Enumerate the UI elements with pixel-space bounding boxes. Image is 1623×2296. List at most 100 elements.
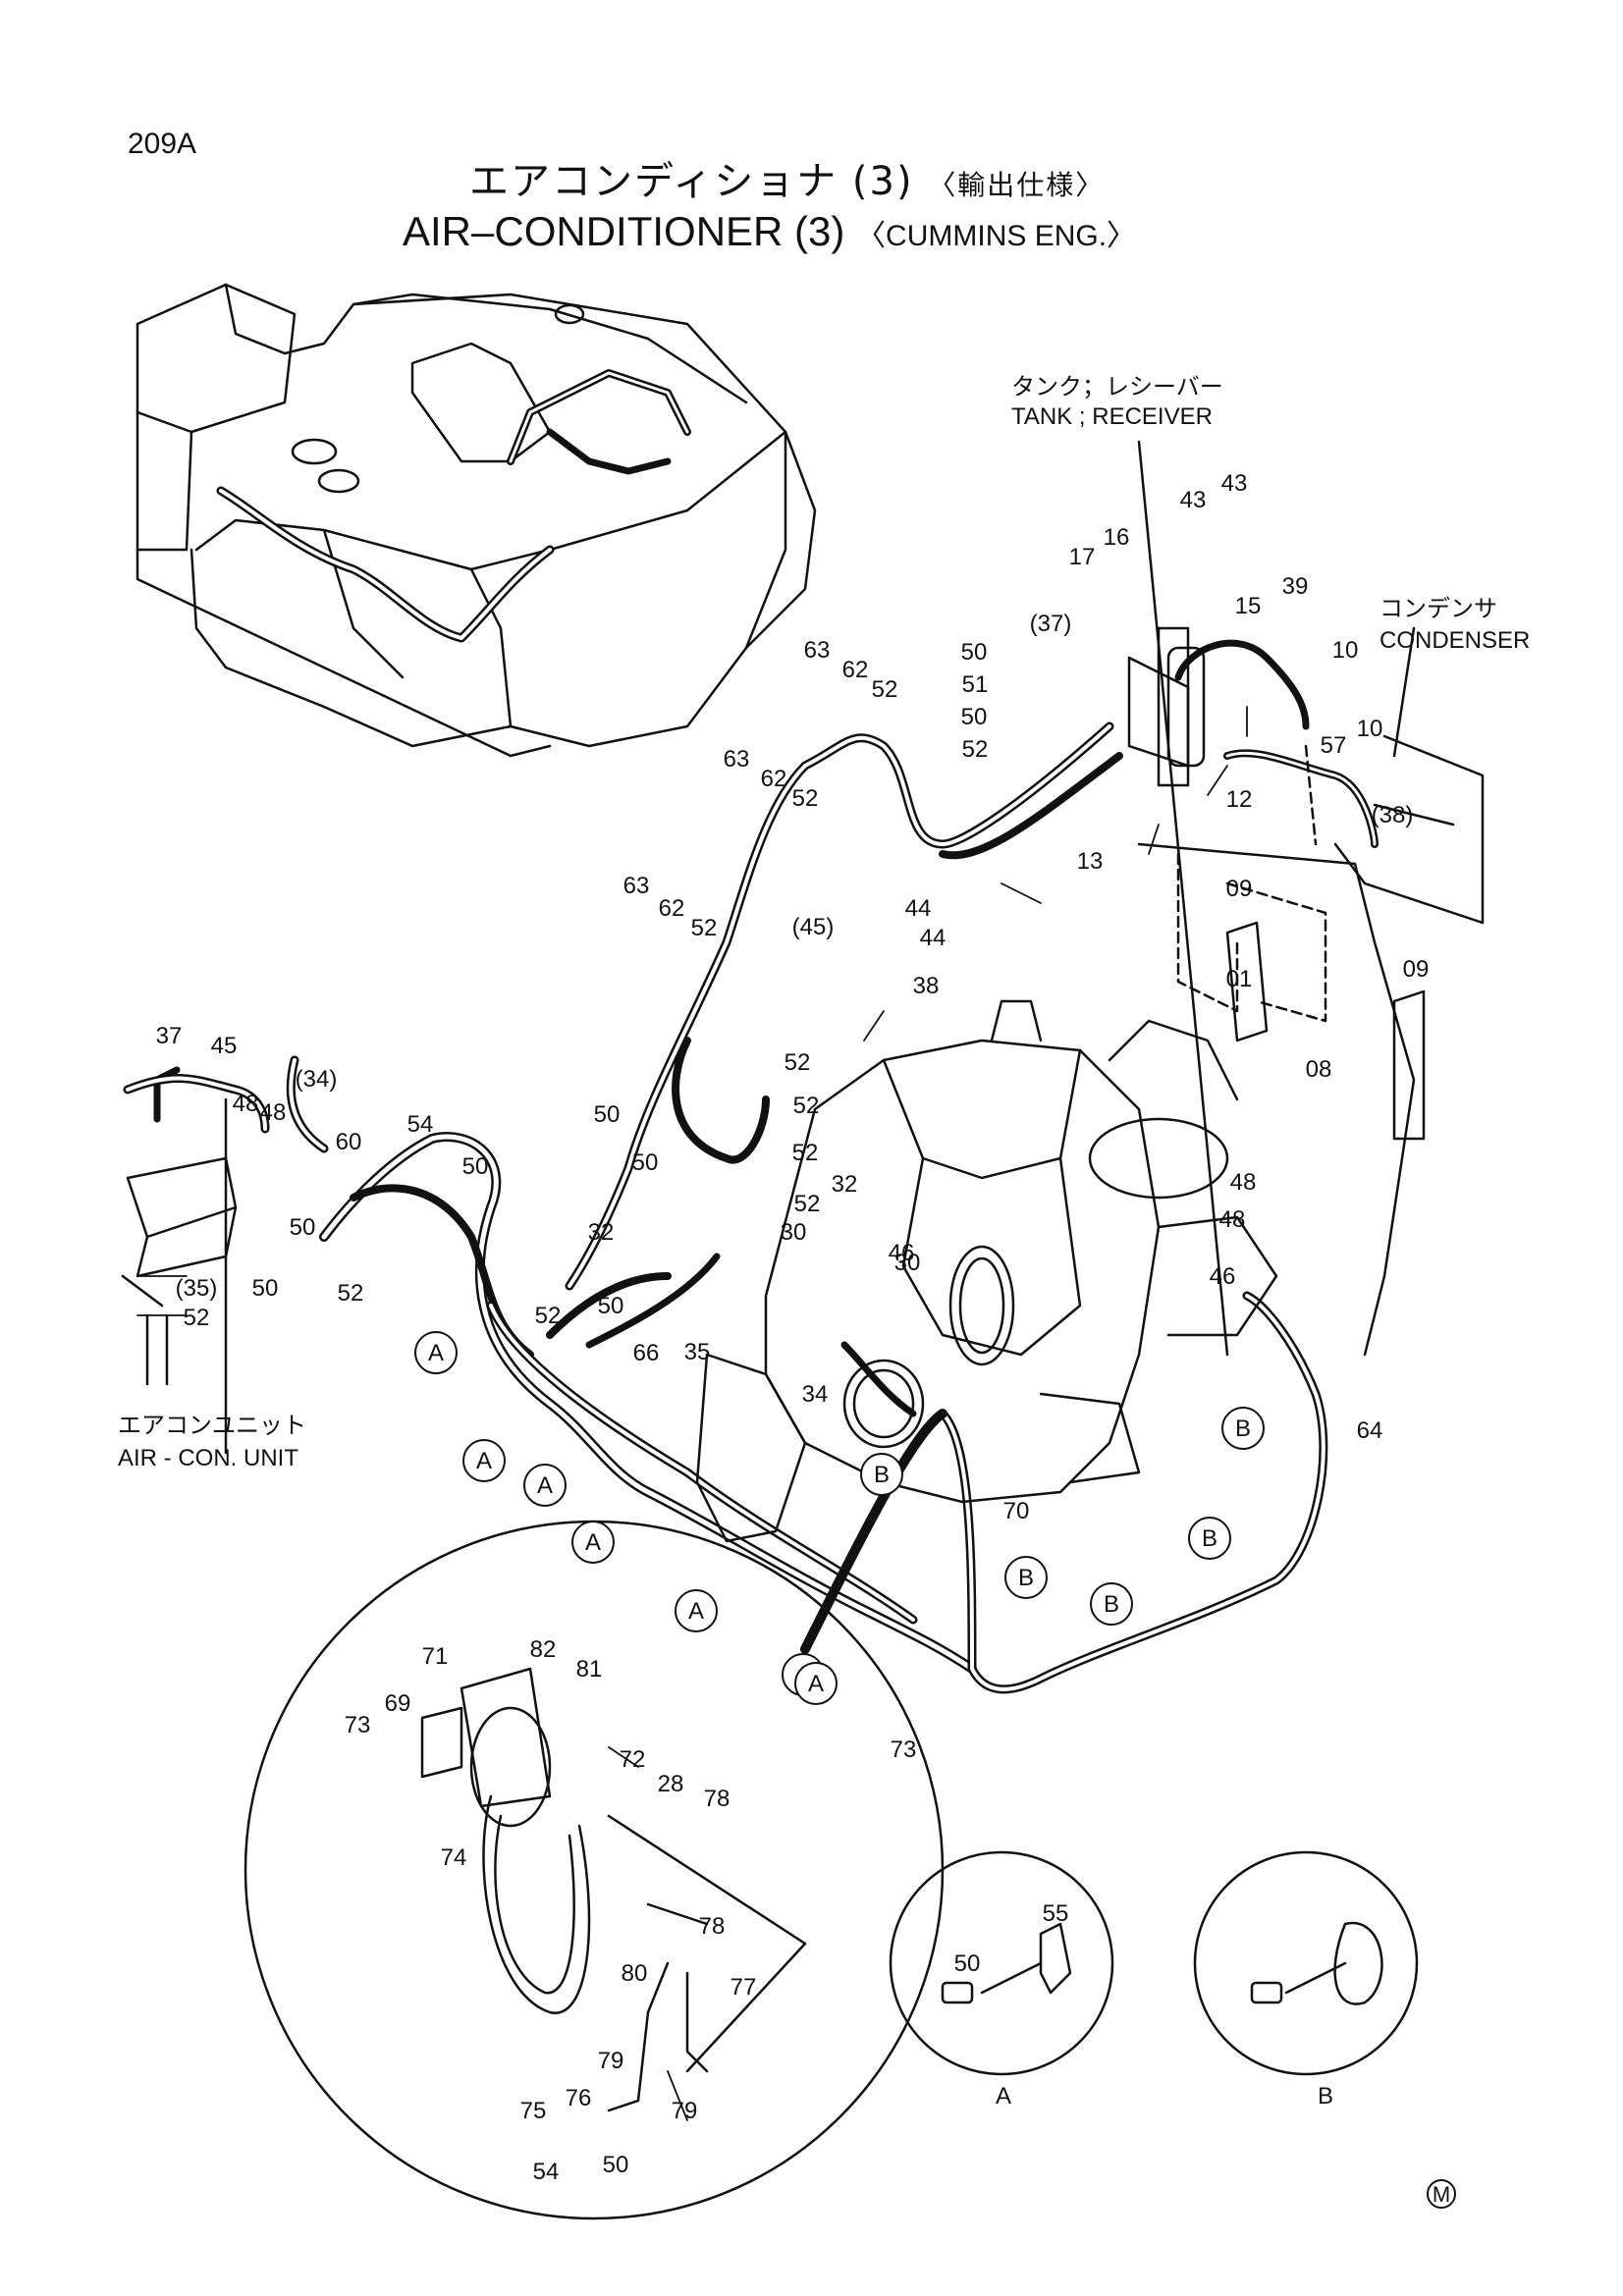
callout-number: 37 bbox=[156, 1023, 183, 1049]
marker-letter: A bbox=[585, 1529, 601, 1556]
callout-number: 52 bbox=[691, 915, 718, 941]
receiver-tank-assembly bbox=[1127, 440, 1229, 1357]
callout-number: 50 bbox=[603, 2152, 629, 2178]
title-en-suffix: 〈CUMMINS ENG.〉 bbox=[856, 220, 1137, 252]
callout-number: 50 bbox=[961, 704, 988, 730]
callout-number: 52 bbox=[535, 1303, 562, 1329]
callout-number: 66 bbox=[633, 1340, 660, 1366]
marker-circle bbox=[523, 1464, 567, 1507]
callout-number: (34) bbox=[296, 1066, 338, 1093]
m-mark-circle bbox=[1427, 2179, 1456, 2209]
condenser-label-jp: コンデンサ bbox=[1380, 596, 1497, 622]
marker-letter: B bbox=[1104, 1591, 1119, 1618]
callout-number: 50 bbox=[252, 1275, 279, 1302]
marker-letter: B bbox=[1235, 1415, 1251, 1442]
callout-number: 73 bbox=[345, 1712, 371, 1738]
marker-letter: A bbox=[428, 1340, 444, 1366]
title-english: AIR–CONDITIONER (3) 〈CUMMINS ENG.〉 bbox=[403, 208, 1136, 255]
callout-number: 44 bbox=[905, 895, 932, 922]
callout-number: 15 bbox=[1235, 593, 1262, 619]
title-jp-suffix: 〈輸出仕様〉 bbox=[928, 169, 1106, 201]
callout-number: 74 bbox=[441, 1844, 467, 1871]
callout-number: 52 bbox=[872, 676, 898, 703]
callout-number: 72 bbox=[620, 1746, 646, 1773]
callout-leaders bbox=[136, 706, 1248, 2121]
marker-circle bbox=[794, 1662, 838, 1705]
marker-letter: B bbox=[874, 1462, 890, 1488]
callout-number: 52 bbox=[338, 1280, 364, 1307]
callout-number: 54 bbox=[533, 2159, 560, 2185]
callout-number: 63 bbox=[623, 873, 650, 899]
bracket-parts bbox=[1225, 921, 1426, 1141]
callout-number: 50 bbox=[594, 1101, 621, 1128]
callout-number: 32 bbox=[832, 1171, 858, 1198]
callout-number: 32 bbox=[588, 1219, 615, 1246]
belt-detail-circle bbox=[243, 1520, 945, 2220]
callout-number: 52 bbox=[184, 1305, 210, 1331]
callout-number: 10 bbox=[1332, 637, 1359, 664]
callout-number: 52 bbox=[794, 1191, 821, 1217]
callout-number: 50 bbox=[961, 639, 988, 666]
callout-number: 52 bbox=[962, 736, 989, 763]
callout-number: 55 bbox=[1043, 1900, 1069, 1927]
callout-number: 51 bbox=[962, 671, 989, 698]
callout-number: 70 bbox=[1003, 1498, 1030, 1524]
marker-letter: B bbox=[1018, 1565, 1034, 1591]
marker-circle bbox=[1090, 1582, 1133, 1626]
callout-number: 30 bbox=[781, 1219, 807, 1246]
callout-number: 17 bbox=[1069, 544, 1096, 570]
callout-number: 13 bbox=[1077, 848, 1104, 875]
hose-routing bbox=[123, 639, 1379, 1694]
marker-letter: A bbox=[808, 1671, 824, 1697]
callout-number: 48 bbox=[260, 1099, 287, 1126]
callout-number: 64 bbox=[1357, 1417, 1383, 1444]
callout-number: 38 bbox=[913, 973, 940, 999]
marker-circle bbox=[1188, 1517, 1231, 1560]
callout-number: 09 bbox=[1226, 876, 1253, 902]
callout-number: 39 bbox=[1282, 573, 1309, 600]
callout-number: 52 bbox=[793, 1093, 820, 1119]
engine-block bbox=[695, 744, 1416, 1543]
detail-a-circle bbox=[889, 1850, 1114, 2076]
detail-a-title: A bbox=[996, 2083, 1011, 2109]
callout-number: 46 bbox=[1210, 1263, 1236, 1290]
callout-number: 80 bbox=[622, 1960, 648, 1987]
callout-number: 79 bbox=[598, 2048, 624, 2074]
callout-number: 81 bbox=[576, 1656, 603, 1682]
callout-number: 12 bbox=[1226, 786, 1253, 813]
condenser-outline bbox=[1333, 626, 1485, 925]
callout-number: 73 bbox=[891, 1736, 917, 1763]
marker-circle bbox=[1004, 1556, 1048, 1599]
callout-number: 50 bbox=[290, 1214, 316, 1241]
callout-number: 52 bbox=[792, 1140, 819, 1166]
title-japanese: エアコンディショナ (3) 〈輸出仕様〉 bbox=[469, 149, 1105, 206]
m-mark-letter: M bbox=[1433, 2182, 1450, 2207]
callout-number: 44 bbox=[920, 925, 947, 951]
marker-labels: AAAAAAABBBBB bbox=[414, 1331, 1265, 1705]
callout-number: 43 bbox=[1180, 487, 1207, 513]
callout-number: 35 bbox=[684, 1339, 711, 1365]
callout-number: 69 bbox=[385, 1690, 411, 1717]
callout-number: 52 bbox=[792, 785, 819, 812]
callout-number: (45) bbox=[792, 914, 835, 940]
callout-number: 75 bbox=[520, 2098, 547, 2124]
marker-circle bbox=[860, 1453, 903, 1496]
detail-b-circle bbox=[1193, 1850, 1419, 2076]
marker-circle bbox=[414, 1331, 458, 1374]
callout-number: 77 bbox=[730, 1974, 757, 2001]
callout-number: 62 bbox=[761, 766, 787, 792]
callout-number: 50 bbox=[462, 1153, 489, 1180]
marker-letter: A bbox=[688, 1598, 704, 1625]
marker-letter: A bbox=[476, 1448, 492, 1474]
callout-number: 79 bbox=[672, 2098, 698, 2124]
callout-number: 63 bbox=[724, 746, 750, 773]
callout-number: 62 bbox=[842, 657, 869, 683]
callout-number: 48 bbox=[233, 1091, 259, 1117]
callout-number: (38) bbox=[1372, 802, 1414, 828]
callout-number: 09 bbox=[1403, 956, 1430, 983]
callout-number: 50 bbox=[598, 1293, 624, 1319]
callout-number: 54 bbox=[407, 1111, 434, 1138]
machine-overview-illustration bbox=[135, 283, 817, 758]
callout-number: 16 bbox=[1104, 524, 1130, 551]
tank-label-jp: タンク；レシーバー bbox=[1011, 374, 1223, 400]
